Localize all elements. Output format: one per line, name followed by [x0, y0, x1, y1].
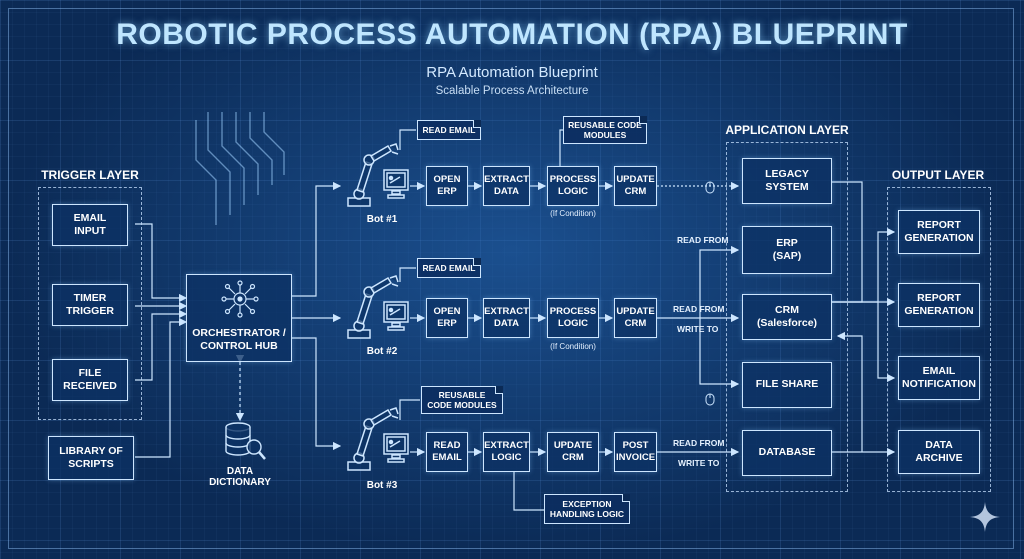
edge-write-to-database: WRITE TO [678, 458, 720, 468]
bot-3-reusable-modules-note: REUSABLE CODE MODULES [421, 386, 503, 414]
bot-1-step-open-erp: OPEN ERP [426, 166, 468, 206]
output-data-archive: DATA ARCHIVE [898, 430, 980, 474]
bot-1-reusable-modules-note: REUSABLE CODE MODULES [563, 116, 647, 144]
output-report-generation-1: REPORT GENERATION [898, 210, 980, 254]
output-report-generation-2: REPORT GENERATION [898, 283, 980, 327]
bot-2-step-extract-data: EXTRACT DATA [483, 298, 530, 338]
edge-read-from-crm: READ FROM [673, 304, 725, 314]
bot-1-step-process-logic: PROCESS LOGIC [547, 166, 599, 206]
bot-3-step-read-email: READ EMAIL [426, 432, 468, 472]
bot-2-condition-label: (If Condition) [550, 342, 596, 351]
trigger-layer-label: TRIGGER LAYER [41, 168, 139, 182]
trigger-layer-group [38, 187, 142, 420]
library-of-scripts: LIBRARY OF SCRIPTS [48, 436, 134, 480]
bot-1-condition-label: (If Condition) [550, 209, 596, 218]
data-dictionary-label: DATA DICTIONARY [209, 466, 271, 488]
edge-write-to-crm: WRITE TO [677, 324, 719, 334]
trigger-email-input: EMAIL INPUT [52, 204, 128, 246]
subtitle: RPA Automation Blueprint [426, 64, 598, 81]
trigger-file-received: FILE RECEIVED [52, 359, 128, 401]
sub-subtitle: Scalable Process Architecture [435, 85, 589, 97]
bot-2-step-open-erp: OPEN ERP [426, 298, 468, 338]
app-crm-salesforce: CRM (Salesforce) [742, 294, 832, 340]
bot-1-step-update-crm: UPDATE CRM [614, 166, 657, 206]
bot-1-robot-arm-icon [347, 143, 409, 207]
bot-3-step-post-invoice: POST INVOICE [614, 432, 657, 472]
blueprint-frame [8, 8, 1014, 549]
bot-3-step-update-crm: UPDATE CRM [547, 432, 599, 472]
bot-1-read-email-note: READ EMAIL [417, 120, 481, 140]
output-layer-group [887, 187, 991, 492]
bot-2-step-update-crm: UPDATE CRM [614, 298, 657, 338]
bot-2-step-process-logic: PROCESS LOGIC [547, 298, 599, 338]
bot-1-label: Bot #1 [366, 214, 398, 225]
application-layer-group [726, 142, 848, 492]
sparkle-icon [970, 502, 1000, 532]
app-file-share: FILE SHARE [742, 362, 832, 408]
bot-3-step-extract-logic: EXTRACT LOGIC [483, 432, 530, 472]
app-legacy-system: LEGACY SYSTEM [742, 158, 832, 204]
bot-1-step-extract-data: EXTRACT DATA [483, 166, 530, 206]
bot-2-label: Bot #2 [366, 346, 398, 357]
output-layer-label: OUTPUT LAYER [891, 168, 985, 182]
bot-3-label: Bot #3 [366, 480, 398, 491]
edge-read-from-database: READ FROM [673, 438, 725, 448]
edge-read-from-erp: READ FROM [677, 235, 729, 245]
orchestrator-label: ORCHESTRATOR / CONTROL HUB [192, 326, 286, 352]
trigger-timer: TIMER TRIGGER [52, 284, 128, 326]
app-erp-sap: ERP (SAP) [742, 226, 832, 274]
bot-2-read-email-note: READ EMAIL [417, 258, 481, 278]
bot-3-robot-arm-icon [347, 407, 409, 471]
bot-3-exception-note: EXCEPTION HANDLING LOGIC [544, 494, 630, 524]
bot-2-robot-arm-icon [347, 275, 409, 339]
database-search-icon [225, 422, 266, 460]
application-layer-label: APPLICATION LAYER [725, 123, 849, 137]
hub-network-icon [221, 280, 259, 318]
orchestrator-hub: ORCHESTRATOR / CONTROL HUB [186, 274, 292, 362]
app-database: DATABASE [742, 430, 832, 476]
output-email-notification: EMAIL NOTIFICATION [898, 356, 980, 400]
page-title: ROBOTIC PROCESS AUTOMATION (RPA) BLUEPRI… [116, 18, 908, 51]
